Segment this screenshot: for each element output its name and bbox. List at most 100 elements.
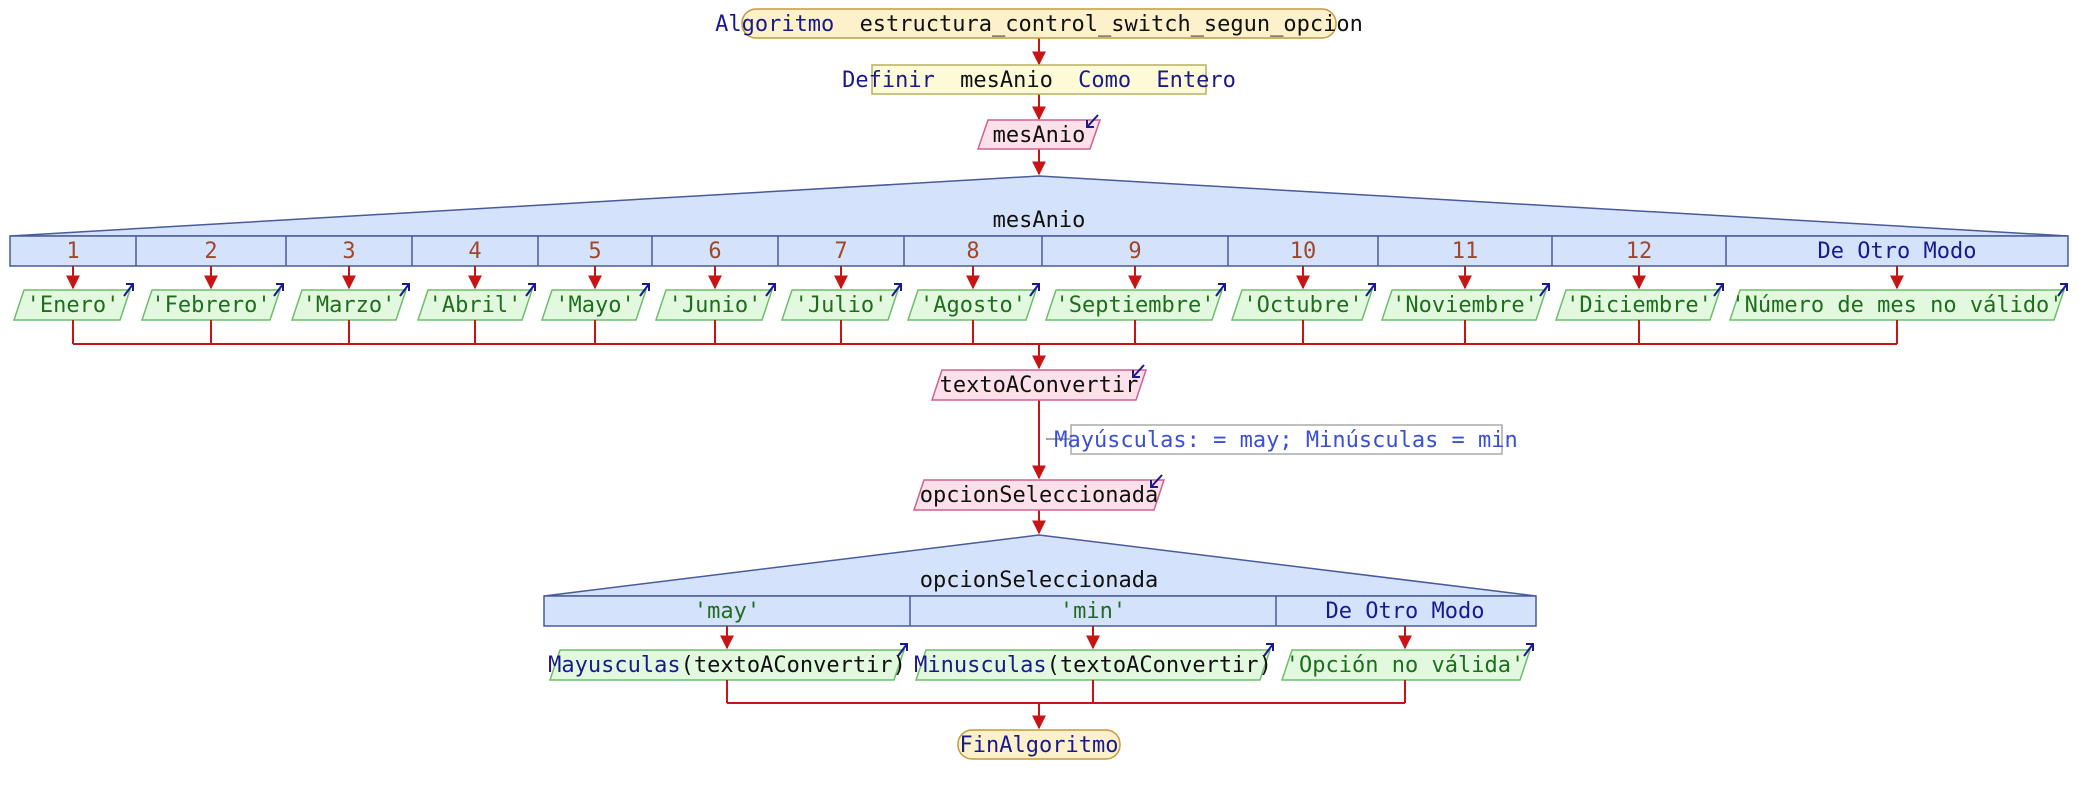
output-arrow-icon [1523,643,1534,657]
start-keyword: Algoritmo [715,12,834,37]
output-opcion-no-valida: 'Opción no válida' [1280,643,1534,681]
switch-mesanio-case-labels: 1 2 3 4 5 6 7 8 9 10 11 12 De Otro Modo [66,239,1976,264]
output-arrow-icon [1029,283,1040,297]
output-text: 'Septiembre' [1056,293,1215,318]
case-label: 3 [342,239,355,264]
output-text: 'Diciembre' [1566,293,1712,318]
svg-text:Mayusculas(textoAConvertir): Mayusculas(textoAConvertir) [548,653,906,678]
read-textoaconvertir: textoAConvertir [930,364,1148,401]
case-label: 4 [468,239,481,264]
read-opcionseleccionada: opcionSeleccionada [912,474,1166,511]
switch-opcionseleccionada: opcionSeleccionada 'may' 'min' De Otro M… [543,534,1537,704]
output-text: 'Octubre' [1243,293,1362,318]
case-label: 11 [1452,239,1479,264]
output-arrow-icon [1365,283,1376,297]
output-text: 'Julio' [795,293,888,318]
output-arrow-icon [1263,643,1274,657]
output-text: 'Junio' [669,293,762,318]
define-variable: mesAnio [960,68,1053,93]
function-name: Minusculas [914,653,1046,678]
case-label: 7 [834,239,847,264]
case-label: 2 [204,239,217,264]
case-label: 1 [66,239,79,264]
output-arrow-icon [399,283,410,297]
switch-mesanio-expression: mesAnio [993,208,1086,233]
output-noviembre: 'Noviembre' [1380,283,1550,321]
output-febrero: 'Febrero' [140,283,284,321]
output-arrow-icon [123,283,134,297]
output-enero: 'Enero' [12,283,134,321]
switch-opcion-merge [726,680,1406,704]
output-text: 'Abril' [429,293,522,318]
read-textoaconvertir-variable: textoAConvertir [940,373,1139,398]
switch-mesanio-dividers [135,236,1727,266]
define-type: Entero [1156,68,1235,93]
switch-mesanio: mesAnio 1 2 3 4 5 6 7 8 9 10 11 [9,175,2069,345]
start-terminal: Algoritmo estructura_control_switch_segu… [715,8,1363,39]
switch-mesanio-branch-arrows [66,266,1904,290]
end-keyword: FinAlgoritmo [960,733,1119,758]
output-arrow-icon [525,283,536,297]
output-text: 'Número de mes no válido' [1731,293,2062,318]
output-text: 'Noviembre' [1392,293,1538,318]
output-text: 'Marzo' [303,293,396,318]
output-text: 'Agosto' [920,293,1026,318]
define-keyword: Definir [842,68,935,93]
output-minusculas: Minusculas(textoAConvertir) [914,643,1274,681]
output-mayo: 'Mayo' [540,283,650,321]
define-process: Definir mesAnio Como Entero [842,64,1236,95]
comment-note: Mayúsculas: = may; Minúsculas = min [1046,424,1518,455]
comment-text: Mayúsculas: = may; Minúsculas = min [1054,428,1518,453]
case-label: 9 [1128,239,1141,264]
output-arrow-icon [639,283,650,297]
case-label: 'may' [694,599,760,624]
function-arg: textoAConvertir [1060,653,1259,678]
switch-mesanio-outputs: 'Enero' 'Febrero' 'Marzo' 'Abril' 'Mayo' [12,283,2068,321]
end-terminal: FinAlgoritmo [957,729,1121,760]
output-arrow-icon [897,643,908,657]
input-arrow-icon [1132,364,1145,378]
output-octubre: 'Octubre' [1230,283,1376,321]
output-text: 'Febrero' [151,293,270,318]
case-label: 6 [708,239,721,264]
output-arrow-icon [1215,283,1226,297]
output-arrow-icon [765,283,776,297]
output-diciembre: 'Diciembre' [1554,283,1724,321]
output-septiembre: 'Septiembre' [1044,283,1226,321]
case-label: 5 [588,239,601,264]
output-text: 'Opción no válida' [1286,653,1524,678]
output-arrow-icon [273,283,284,297]
case-label-default: De Otro Modo [1326,599,1485,624]
output-arrow-icon [891,283,902,297]
output-arrow-icon [1713,283,1724,297]
function-arg: textoAConvertir [694,653,893,678]
svg-text:Definir mesAnio Co: Definir mesAnio Como Entero [842,68,1236,93]
output-marzo: 'Marzo' [290,283,410,321]
case-label-default: De Otro Modo [1818,239,1977,264]
output-junio: 'Junio' [654,283,776,321]
output-mayusculas: Mayusculas(textoAConvertir) [548,643,908,681]
svg-text:Algoritmo estructura_con: Algoritmo estructura_control_switch_segu… [715,12,1363,37]
input-arrow-icon [1150,474,1163,488]
output-abril: 'Abril' [416,283,536,321]
output-julio: 'Julio' [780,283,902,321]
case-label: 10 [1290,239,1317,264]
function-name: Mayusculas [548,653,680,678]
output-default: 'Número de mes no válido' [1728,283,2068,321]
output-text: 'Enero' [27,293,120,318]
read-mesanio: mesAnio [976,114,1102,150]
output-text: 'Mayo' [555,293,634,318]
define-keyword-como: Como [1078,68,1131,93]
switch-opcion-expression: opcionSeleccionada [920,568,1158,593]
case-label: 12 [1626,239,1653,264]
algorithm-name: estructura_control_switch_segun_opcion [860,12,1363,37]
case-label: 8 [966,239,979,264]
output-arrow-icon [2057,283,2068,297]
switch-mesanio-merge [72,320,1898,345]
read-opcionseleccionada-variable: opcionSeleccionada [920,483,1158,508]
output-agosto: 'Agosto' [906,283,1040,321]
output-arrow-icon [1539,283,1550,297]
case-label: 'min' [1060,599,1126,624]
read-mesanio-variable: mesAnio [993,123,1086,148]
